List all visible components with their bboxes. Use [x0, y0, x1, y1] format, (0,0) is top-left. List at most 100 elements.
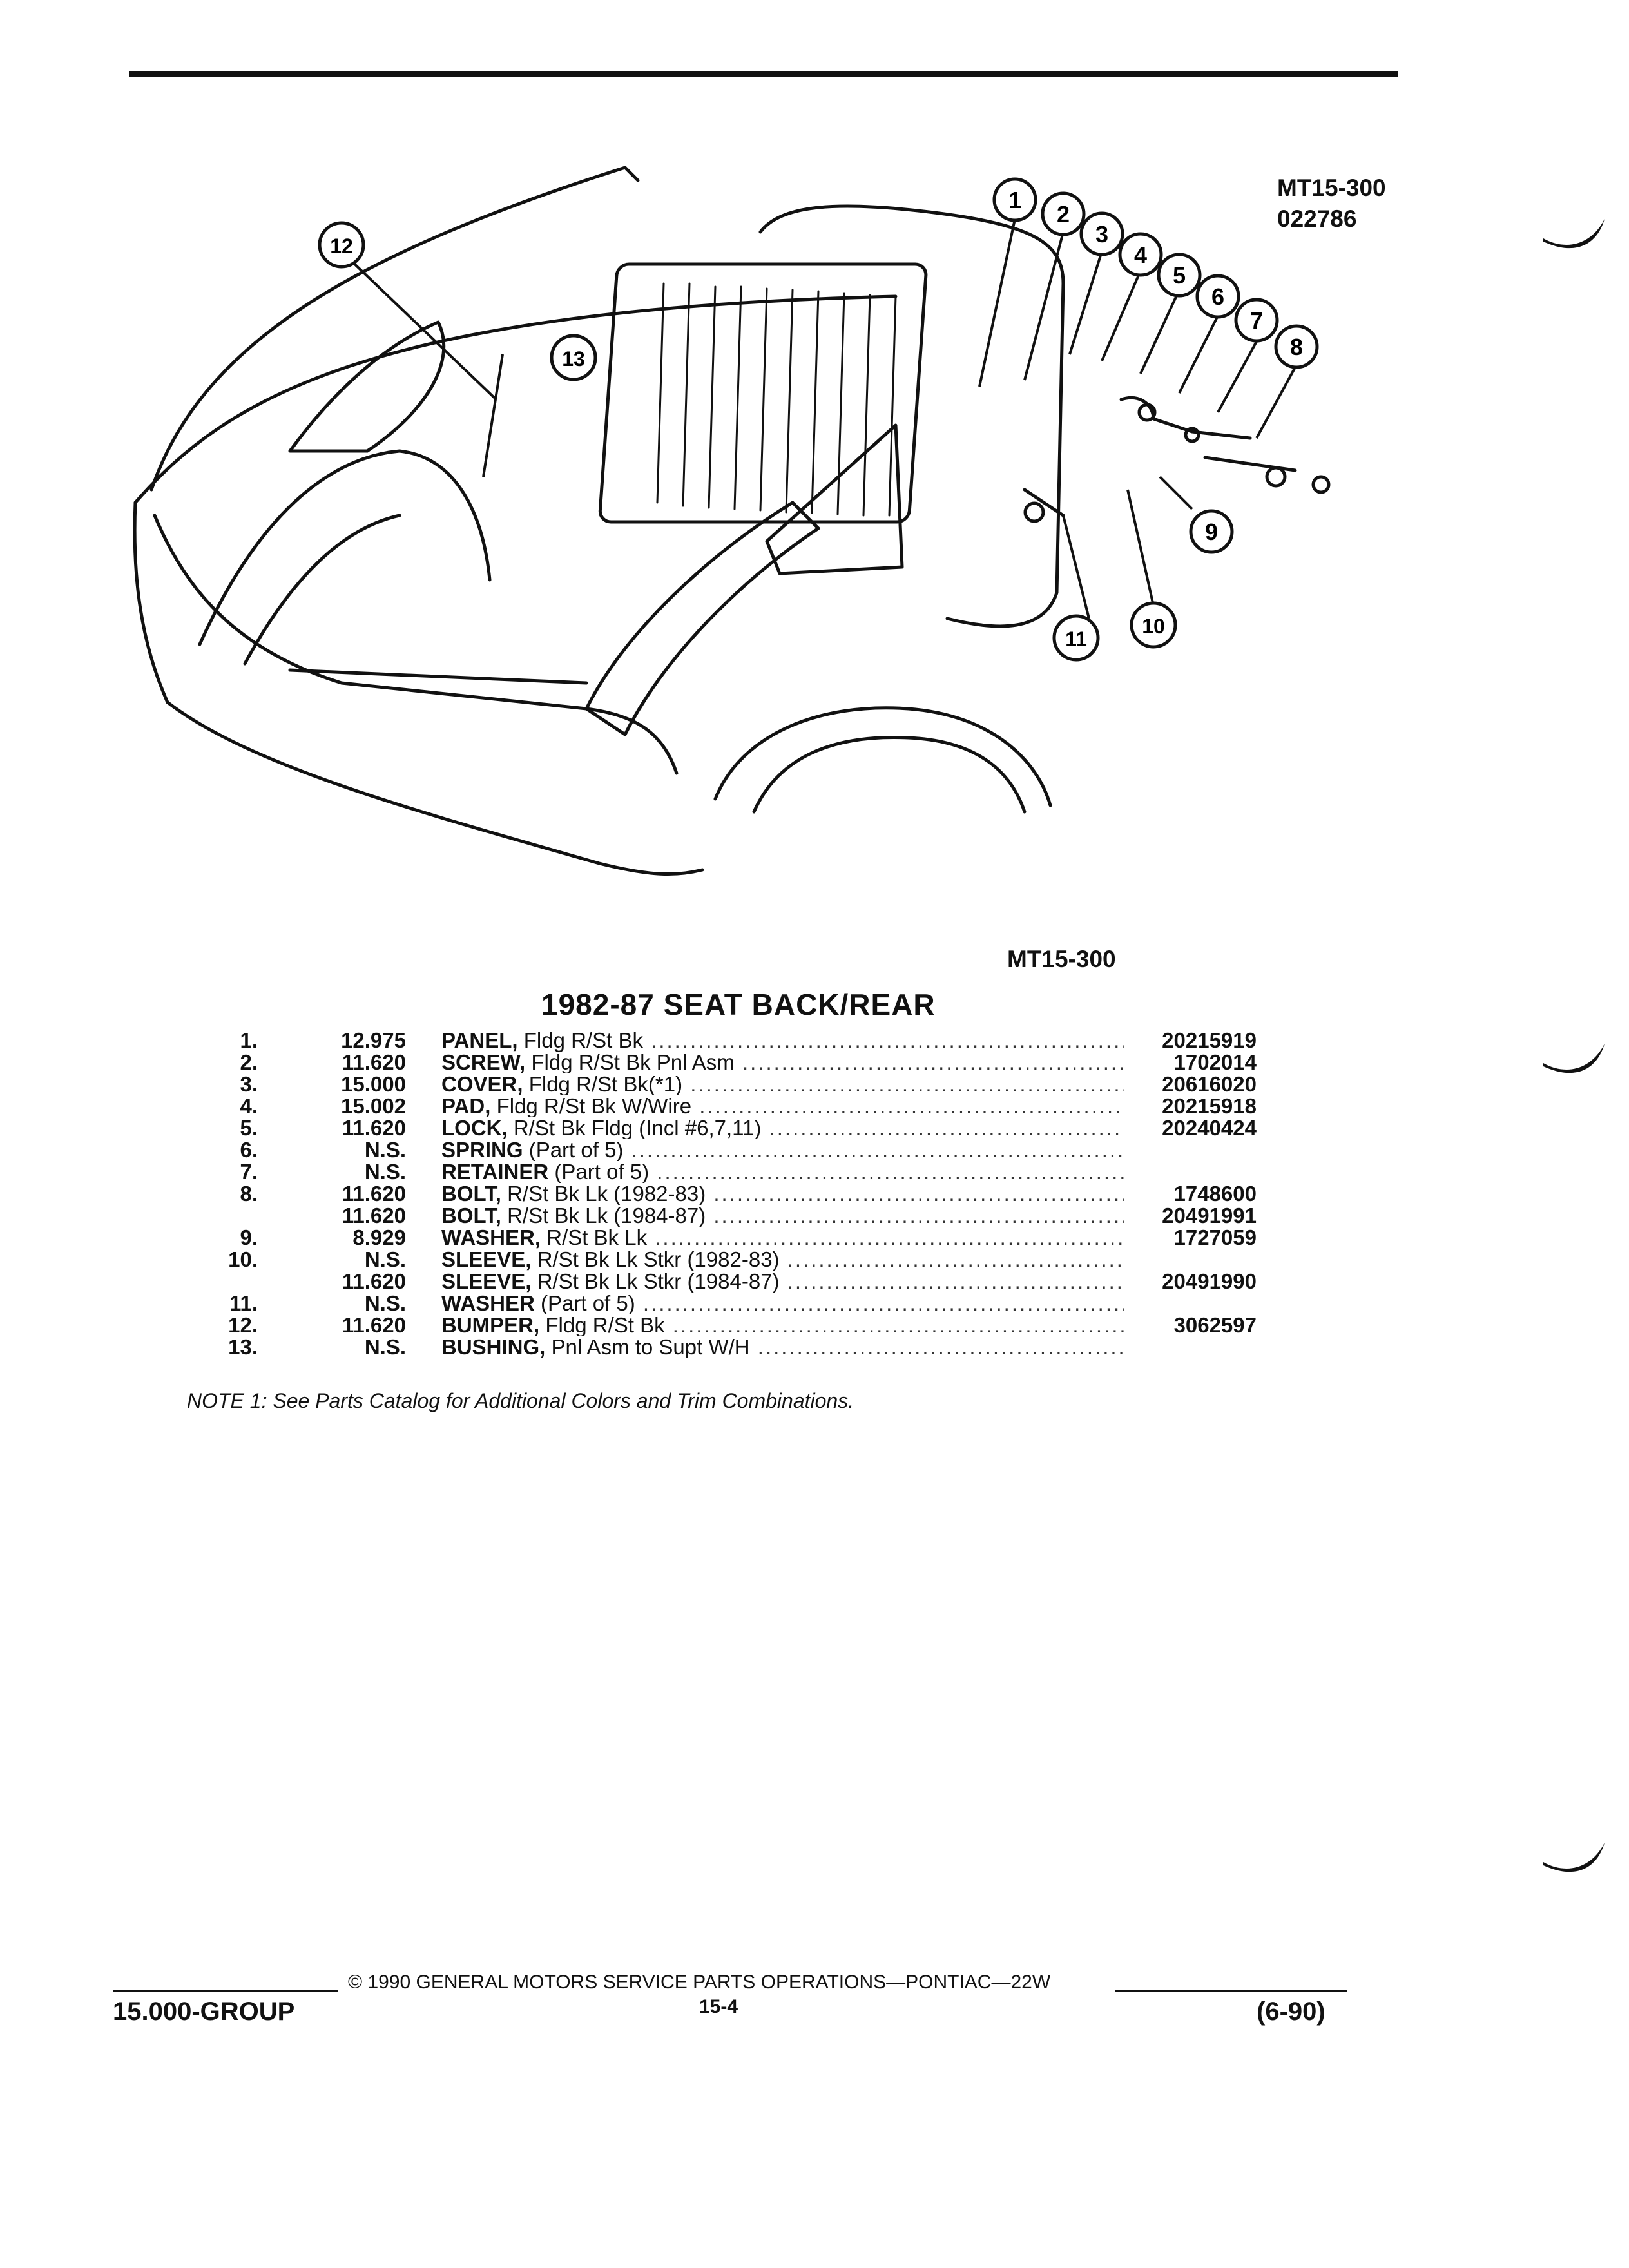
group-number: 12.975: [341, 1028, 406, 1052]
group-number: 11.620: [342, 1116, 406, 1140]
item-detail: (Part of 5): [554, 1161, 650, 1183]
item-number: 6.: [240, 1138, 258, 1162]
top-rule: [129, 71, 1398, 77]
item-description: BUSHING, Pnl Asm to Supt W/H ...........…: [441, 1336, 1124, 1358]
part-number: 3062597: [1173, 1313, 1257, 1337]
item-detail: Pnl Asm to Supt W/H: [551, 1336, 750, 1358]
group-number: N.S.: [364, 1160, 406, 1184]
item-detail: R/St Bk Lk (1982-83): [507, 1183, 706, 1205]
group-number: 11.620: [342, 1204, 406, 1227]
svg-text:12: 12: [330, 235, 353, 258]
item-detail: R/St Bk Lk: [546, 1227, 648, 1249]
svg-text:1: 1: [1008, 187, 1021, 213]
item-description: WASHER (Part of 5) .....................…: [441, 1293, 1124, 1314]
group-number: 15.002: [341, 1094, 406, 1118]
section-title: 1982-87 SEAT BACK/REAR: [541, 988, 936, 1021]
parts-row: 10.N.S.SLEEVE, R/St Bk Lk Stkr (1982-83)…: [187, 1249, 1257, 1271]
quarter-window: [288, 320, 446, 453]
item-number: 7.: [240, 1160, 258, 1184]
item-number: 9.: [240, 1225, 258, 1249]
leader-dots: ........................................…: [713, 1183, 1124, 1205]
svg-text:13: 13: [562, 347, 585, 370]
callout-8: 8: [1274, 324, 1319, 369]
wheel-house: [713, 706, 1052, 807]
item-number: 8.: [240, 1182, 258, 1206]
part-number: 20491991: [1162, 1204, 1257, 1227]
part-number: 20240424: [1162, 1116, 1257, 1140]
item-description: SPRING (Part of 5) .....................…: [441, 1139, 1124, 1161]
part-number: 20616020: [1162, 1072, 1257, 1096]
leader-dots: ........................................…: [690, 1073, 1124, 1095]
item-detail: Fldg R/St Bk: [523, 1030, 643, 1052]
trunk-opening: [198, 449, 492, 646]
binder-mark: [1543, 1044, 1605, 1073]
part-number: 1748600: [1173, 1182, 1257, 1206]
item-name: SCREW,: [441, 1052, 526, 1073]
footer-rule-right: [1115, 1990, 1347, 1992]
leader-dots: ........................................…: [787, 1271, 1124, 1293]
group-label: 15.000-GROUP: [113, 1997, 295, 2026]
item-description: BOLT, R/St Bk Lk (1984-87) .............…: [441, 1205, 1124, 1227]
item-detail: R/St Bk Lk Stkr (1982-83): [537, 1249, 780, 1271]
group-number: 11.620: [342, 1182, 406, 1206]
parts-row: 12. 11.620 BUMPER, Fldg R/St Bk ..........…: [187, 1314, 1257, 1336]
item-number: 12.: [228, 1313, 258, 1337]
item-detail: R/St Bk Lk (1984-87): [507, 1205, 706, 1227]
callout-9: 9: [1189, 509, 1234, 554]
ref-number: 022786: [1277, 206, 1357, 232]
callout-6: 6: [1195, 274, 1240, 319]
parts-row: 7. N.S. RETAINER (Part of 5) .............…: [187, 1161, 1257, 1183]
item-name: SLEEVE,: [441, 1249, 532, 1271]
leader-dots: ........................................…: [699, 1095, 1124, 1117]
parts-row: 11.620 BOLT, R/St Bk Lk (1984-87) .......…: [187, 1205, 1257, 1227]
item-number: 2.: [240, 1050, 258, 1074]
leader-dots: ........................................…: [713, 1205, 1124, 1227]
item-description: BUMPER, Fldg R/St Bk ...................…: [441, 1314, 1124, 1336]
parts-row: 11.N.S.WASHER (Part of 5) ..............…: [187, 1293, 1257, 1314]
group-number: 11.620: [342, 1313, 406, 1337]
item-name: WASHER: [441, 1293, 535, 1314]
item-description: RETAINER (Part of 5) ...................…: [441, 1161, 1124, 1183]
group-number: N.S.: [364, 1247, 406, 1271]
item-number: 11.: [229, 1291, 258, 1315]
seat-back-panel: [598, 262, 928, 524]
callout-4: 4: [1118, 232, 1163, 277]
note: NOTE 1: See Parts Catalog for Additional…: [187, 1389, 854, 1412]
item-detail: R/St Bk Fldg (Incl #6,7,11): [513, 1117, 762, 1139]
footer-rule-left: [113, 1990, 338, 1992]
item-description: PAD, Fldg R/St Bk W/Wire ...............…: [441, 1095, 1124, 1117]
item-detail: (Part of 5): [541, 1293, 635, 1314]
item-name: RETAINER: [441, 1161, 549, 1183]
binder-mark: [1543, 219, 1605, 249]
svg-text:8: 8: [1290, 334, 1303, 360]
group-number: 11.620: [342, 1269, 406, 1293]
svg-text:3: 3: [1095, 221, 1108, 247]
item-name: WASHER,: [441, 1227, 541, 1249]
item-detail: (Part of 5): [528, 1139, 624, 1161]
part-number: 20215918: [1162, 1094, 1257, 1118]
callout-7: 7: [1234, 298, 1279, 343]
svg-text:2: 2: [1057, 201, 1070, 227]
item-number: 13.: [228, 1335, 258, 1359]
item-description: SCREW, Fldg R/St Bk Pnl Asm ............…: [441, 1052, 1124, 1073]
group-number: N.S.: [364, 1138, 406, 1162]
item-number: 4.: [240, 1094, 258, 1118]
svg-text:10: 10: [1142, 615, 1165, 638]
item-name: SPRING: [441, 1139, 523, 1161]
svg-text:7: 7: [1250, 307, 1263, 334]
item-name: BUSHING,: [441, 1336, 546, 1358]
item-number: 5.: [240, 1116, 258, 1140]
group-number: N.S.: [364, 1335, 406, 1359]
leader-dots: ........................................…: [769, 1117, 1124, 1139]
body-outline: [149, 166, 640, 492]
item-name: BUMPER,: [441, 1314, 540, 1336]
leader-dots: ........................................…: [631, 1139, 1124, 1161]
callout-5: 5: [1157, 253, 1202, 298]
parts-row: 13. N.S. BUSHING, Pnl Asm to Supt W/H ....…: [187, 1336, 1257, 1358]
item-number: 3.: [240, 1072, 258, 1096]
seat-cover: [758, 204, 1065, 628]
